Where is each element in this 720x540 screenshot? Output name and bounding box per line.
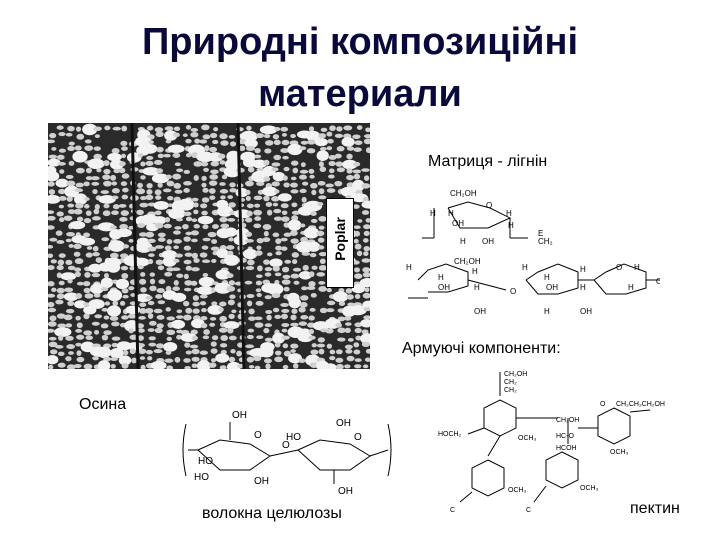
svg-text:OH: OH xyxy=(546,283,558,292)
svg-text:H: H xyxy=(580,265,586,274)
svg-text:E: E xyxy=(538,229,543,238)
svg-text:OH: OH xyxy=(438,283,450,292)
svg-text:OCH₃: OCH₃ xyxy=(518,435,537,442)
svg-text:O: O xyxy=(254,430,262,441)
svg-text:CH₂OH: CH₂OH xyxy=(556,417,579,424)
svg-text:H: H xyxy=(474,283,480,292)
svg-text:H: H xyxy=(430,209,436,218)
svg-text:CH₂OH: CH₂OH xyxy=(504,371,527,378)
micrograph-label: Poplar xyxy=(332,217,348,261)
svg-text:H: H xyxy=(508,221,514,230)
wood-micrograph-image: Poplar xyxy=(48,123,370,369)
svg-text:OH: OH xyxy=(232,410,247,421)
svg-text:HO: HO xyxy=(286,432,301,443)
svg-text:H: H xyxy=(448,209,454,218)
aspen-label: Осина xyxy=(79,396,127,413)
svg-text:HO: HO xyxy=(198,456,213,467)
svg-text:O: O xyxy=(600,401,606,408)
svg-text:CH₂: CH₂ xyxy=(504,387,517,394)
svg-text:OCH₃: OCH₃ xyxy=(610,449,629,456)
svg-text:H: H xyxy=(544,273,550,282)
svg-text:OH: OH xyxy=(336,418,351,429)
svg-text:HCOH: HCOH xyxy=(556,445,577,452)
matrix-lignin-label: Матриця - лігнін xyxy=(428,153,548,170)
slide-title-line-2: материали xyxy=(258,73,462,115)
svg-text:CH₂CH₂CH₂OH: CH₂CH₂CH₂OH xyxy=(616,401,665,408)
svg-text:OH: OH xyxy=(452,219,464,228)
svg-text:O: O xyxy=(656,277,660,286)
svg-text:H: H xyxy=(438,273,444,282)
svg-text:O: O xyxy=(486,201,492,210)
slide-title-line-1: Природні композиційні xyxy=(141,21,579,63)
svg-text:H: H xyxy=(628,283,634,292)
svg-text:HC-O: HC-O xyxy=(556,433,574,440)
svg-text:H: H xyxy=(506,209,512,218)
svg-text:H: H xyxy=(460,237,466,246)
svg-text:OH: OH xyxy=(474,307,486,316)
svg-text:C: C xyxy=(526,507,531,514)
svg-text:O: O xyxy=(282,440,290,451)
svg-text:OH: OH xyxy=(338,486,353,496)
cellulose-fibers-label: волокна целюлозы xyxy=(202,505,342,522)
svg-text:CH₂OH: CH₂OH xyxy=(450,189,477,198)
svg-text:OH: OH xyxy=(254,476,269,487)
micrograph-label-box: Poplar xyxy=(326,198,354,288)
svg-text:H: H xyxy=(580,283,586,292)
svg-text:H: H xyxy=(472,267,478,276)
reinforcing-components-label: Армуючі компоненти: xyxy=(402,340,561,357)
svg-text:CH₂: CH₂ xyxy=(504,379,517,386)
pectin-label: пектин xyxy=(630,500,680,517)
svg-text:CH₂: CH₂ xyxy=(538,237,553,246)
svg-text:O: O xyxy=(616,263,622,272)
svg-text:C: C xyxy=(450,507,455,514)
svg-text:OCH₃: OCH₃ xyxy=(508,487,527,494)
svg-text:O: O xyxy=(510,287,516,296)
svg-text:OCH₃: OCH₃ xyxy=(580,485,599,492)
svg-text:H: H xyxy=(544,307,550,316)
svg-text:OH: OH xyxy=(580,307,592,316)
svg-text:HO: HO xyxy=(194,472,209,483)
svg-text:OH: OH xyxy=(482,237,494,246)
svg-text:H: H xyxy=(522,263,528,272)
svg-text:H: H xyxy=(634,263,640,272)
svg-text:O: O xyxy=(354,432,362,443)
svg-text:H: H xyxy=(406,263,412,272)
svg-text:CH₂OH: CH₂OH xyxy=(454,257,481,266)
svg-text:HOCH₂: HOCH₂ xyxy=(438,431,462,438)
